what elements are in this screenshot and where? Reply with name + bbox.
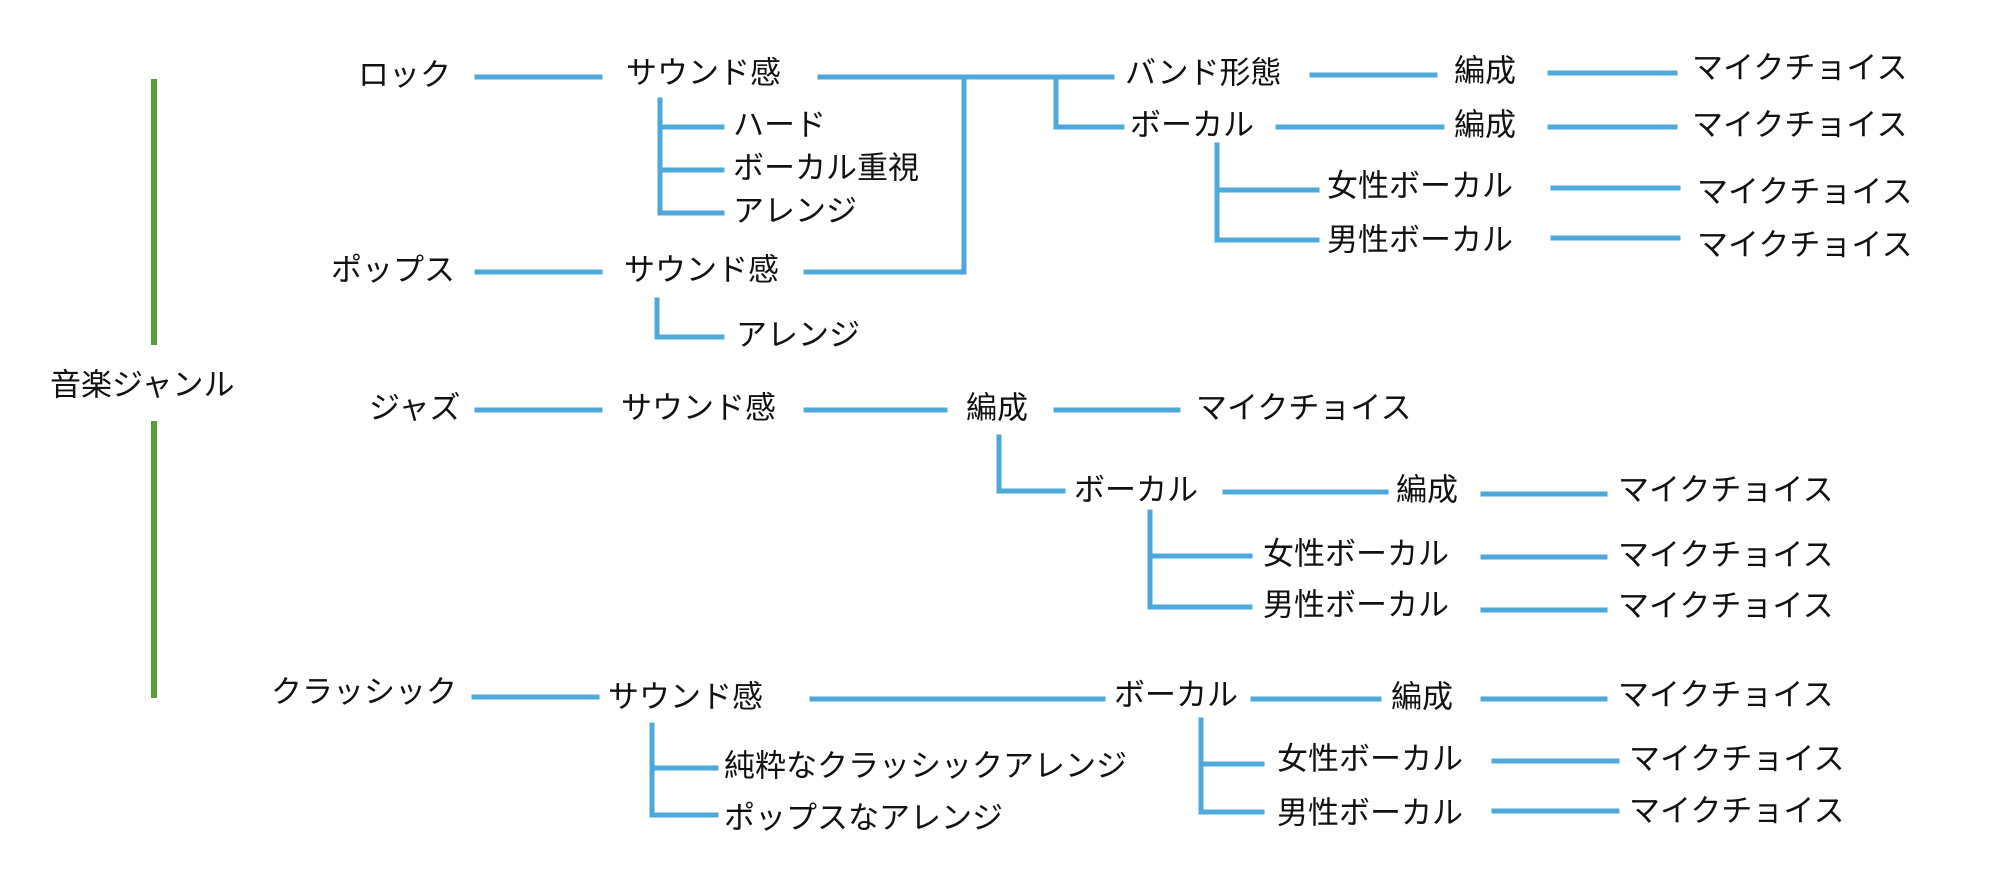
classic-vocal-mic-choice-label: マイクチョイス [1618, 678, 1833, 714]
classic-option-pops-arrange: ポップスなアレンジ [724, 801, 1003, 837]
jazz-sound-label: サウンド感 [621, 391, 776, 427]
band-formation-label: 編成 [1454, 54, 1516, 90]
rock-male-mic-choice-label: マイクチョイス [1697, 228, 1912, 264]
classic-vocal-label: ボーカル [1114, 678, 1238, 714]
root-label: 音楽ジャンル [50, 368, 234, 404]
jazz-female-vocal-label: 女性ボーカル [1263, 537, 1449, 573]
classic-female-mic-choice-label: マイクチョイス [1629, 742, 1844, 778]
jazz-male-mic-choice-label: マイクチョイス [1618, 589, 1833, 625]
jazz-formation-label: 編成 [966, 391, 1028, 427]
pops-sound-label: サウンド感 [624, 253, 779, 289]
classic-sound-label: サウンド感 [608, 680, 763, 716]
rock-vocal-formation-label: 編成 [1454, 108, 1516, 144]
genre-label-pops: ポップス [331, 253, 455, 289]
band-mic-choice-label: マイクチョイス [1692, 51, 1907, 87]
classic-female-vocal-label: 女性ボーカル [1277, 742, 1463, 778]
rock-vocal-mic-choice-label: マイクチョイス [1692, 108, 1907, 144]
genre-label-jazz: ジャズ [369, 391, 460, 427]
rock-female-mic-choice-label: マイクチョイス [1697, 175, 1912, 211]
rock-option-arrange: アレンジ [733, 194, 857, 230]
classic-male-vocal-label: 男性ボーカル [1277, 796, 1463, 832]
jazz-mic-choice-label: マイクチョイス [1196, 391, 1411, 427]
rock-female-vocal-label: 女性ボーカル [1327, 169, 1513, 205]
rock-vocal-label: ボーカル [1130, 108, 1254, 144]
jazz-vocal-mic-choice-label: マイクチョイス [1618, 473, 1833, 509]
genre-label-rock: ロック [358, 58, 451, 94]
pops-option-arrange: アレンジ [736, 318, 860, 354]
jazz-vocal-formation-label: 編成 [1396, 473, 1458, 509]
genre-label-classic: クラッシック [271, 675, 457, 711]
rock-option-vocal-focus: ボーカル重視 [733, 151, 919, 187]
rock-sound-label: サウンド感 [626, 56, 781, 92]
classic-vocal-formation-label: 編成 [1391, 680, 1453, 716]
rock-male-vocal-label: 男性ボーカル [1327, 223, 1513, 259]
rock-option-hard: ハード [733, 108, 826, 144]
connector-lines [471, 70, 1681, 818]
classic-option-pure-classic: 純粋なクラッシックアレンジ [724, 749, 1127, 785]
jazz-male-vocal-label: 男性ボーカル [1263, 588, 1449, 624]
jazz-vocal-label: ボーカル [1074, 473, 1198, 509]
classic-male-mic-choice-label: マイクチョイス [1629, 794, 1844, 830]
band-form-label: バンド形態 [1125, 56, 1282, 92]
jazz-female-mic-choice-label: マイクチョイス [1618, 538, 1833, 574]
